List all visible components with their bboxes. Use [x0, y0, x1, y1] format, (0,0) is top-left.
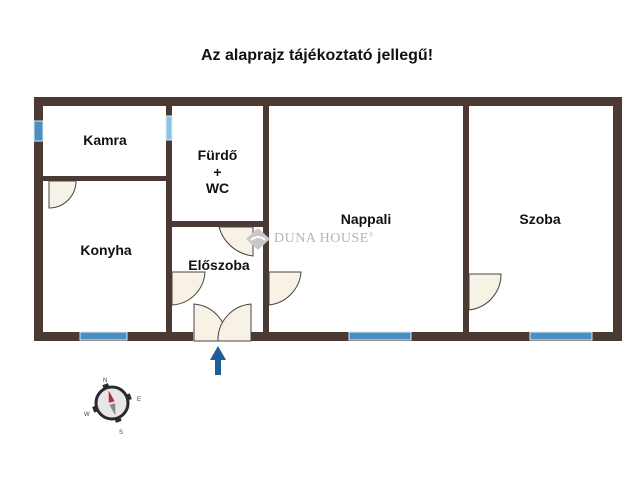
door-kamra [48, 180, 77, 209]
door-konyha [171, 271, 206, 306]
duna-house-watermark: Duna House® [246, 228, 374, 250]
window-kamra-left [33, 120, 44, 142]
room-label-furdo-line3: WC [205, 180, 230, 196]
door-szoba [468, 273, 502, 311]
room-label-szoba: Szoba [519, 211, 561, 227]
entrance-arrow-icon [210, 346, 226, 375]
room-label-konyha: Konyha [80, 242, 132, 258]
outer-walls [34, 97, 622, 341]
compass-icon [92, 383, 132, 423]
room-label-nappali: Nappali [340, 211, 392, 227]
compass-w-label: W [84, 412, 90, 418]
doors [48, 180, 502, 342]
door-entrance-right [217, 303, 252, 342]
room-label-furdo: Fürdő + WC [180, 146, 255, 198]
inner-walls [43, 106, 469, 332]
door-nappali [268, 271, 302, 306]
door-furdo [218, 226, 254, 257]
watermark-registered-mark: ® [368, 232, 374, 239]
duna-house-logo-icon [246, 228, 270, 250]
disclaimer-title: Az alaprajz tájékoztató jellegű! [200, 47, 434, 64]
compass-n-label: N [103, 378, 108, 384]
room-label-eloszoba: Előszoba [188, 257, 250, 273]
room-label-kamra: Kamra [83, 132, 127, 148]
room-label-furdo-line1: Fürdő [197, 147, 238, 163]
room-label-furdo-line2: + [213, 164, 222, 180]
compass-s-label: S [119, 430, 124, 436]
window-kamra-furdo [165, 115, 173, 141]
window-konyha [79, 331, 128, 341]
windows [33, 115, 593, 341]
window-nappali [348, 331, 412, 341]
watermark-brand: Duna House [274, 231, 369, 246]
window-szoba [529, 331, 593, 341]
compass-e-label: E [137, 397, 142, 403]
